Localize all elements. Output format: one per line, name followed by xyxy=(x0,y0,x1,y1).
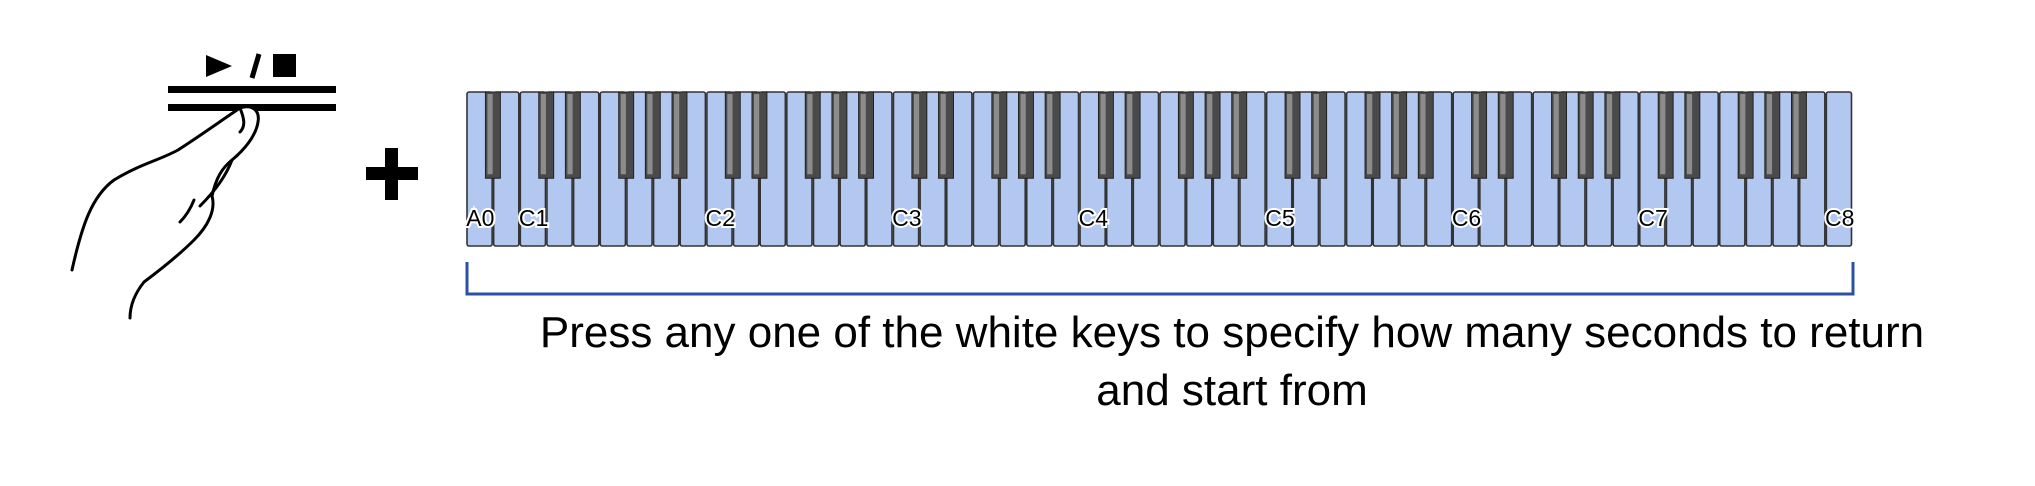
black-key-highlight xyxy=(1233,94,1239,175)
black-key-highlight xyxy=(1420,94,1426,175)
key-label-c4: C4 xyxy=(1079,205,1109,231)
key-label-c3: C3 xyxy=(892,205,921,231)
black-key-highlight xyxy=(753,94,760,175)
black-key-highlight xyxy=(1473,94,1479,175)
play-stop-button[interactable] xyxy=(168,53,336,111)
black-key-highlight xyxy=(487,94,493,175)
black-key-highlight xyxy=(807,94,813,175)
black-key-highlight xyxy=(1207,94,1213,175)
black-key-highlight xyxy=(674,94,680,175)
plus-sign-icon xyxy=(366,148,418,200)
range-bracket xyxy=(465,262,1855,296)
caption-line-2: and start from xyxy=(1096,366,1368,415)
black-key-highlight xyxy=(727,94,733,175)
black-key-highlight xyxy=(1660,94,1666,175)
key-label-c2: C2 xyxy=(706,205,735,231)
black-key-highlight xyxy=(1180,94,1186,175)
black-key-highlight xyxy=(860,94,866,175)
black-key-highlight xyxy=(833,94,840,175)
black-key-highlight xyxy=(1580,94,1586,175)
key-label-c5: C5 xyxy=(1265,205,1294,231)
key-label-a0: A0 xyxy=(466,205,494,231)
key-labels: A0 C1 C2 C3 C4 C5 C6 C7 C8 xyxy=(464,203,1856,233)
black-key-highlight xyxy=(1367,94,1373,175)
black-key-highlight xyxy=(1553,94,1559,175)
key-label-c8: C8 xyxy=(1825,205,1854,231)
black-key-highlight xyxy=(1100,94,1106,175)
hand-icon xyxy=(70,105,260,320)
black-key-highlight xyxy=(1393,94,1399,175)
black-keys xyxy=(484,91,1807,179)
black-key-highlight xyxy=(1020,94,1026,175)
key-label-c7: C7 xyxy=(1638,205,1667,231)
white-key[interactable] xyxy=(1825,91,1853,247)
stop-square-icon xyxy=(273,54,296,77)
black-key-highlight xyxy=(993,94,1000,175)
black-key-highlight xyxy=(1127,94,1133,175)
black-key-highlight xyxy=(1313,94,1319,175)
black-key-highlight xyxy=(913,94,920,175)
caption-line-1: Press any one of the white keys to speci… xyxy=(539,308,1925,357)
black-key-highlight xyxy=(1766,94,1773,175)
black-key-highlight xyxy=(620,94,626,175)
slash-icon xyxy=(249,53,262,79)
instruction-caption: Press any one of the white keys to speci… xyxy=(462,304,2002,420)
key-label-c6: C6 xyxy=(1452,205,1481,231)
play-triangle-icon xyxy=(206,55,232,77)
black-key-highlight xyxy=(1793,94,1799,175)
black-key-highlight xyxy=(1740,94,1746,175)
key-label-c1: C1 xyxy=(519,205,548,231)
black-key-highlight xyxy=(1686,94,1693,175)
black-key-highlight xyxy=(1500,94,1506,175)
black-key-highlight xyxy=(1287,94,1293,175)
piano-keyboard: A0 C1 C2 C3 C4 C5 C6 C7 C8 xyxy=(464,91,1856,247)
button-upper-line xyxy=(168,86,336,93)
black-key-highlight xyxy=(1606,94,1613,175)
black-key-highlight xyxy=(647,94,653,175)
black-key-highlight xyxy=(940,94,946,175)
black-key-highlight xyxy=(1047,94,1053,175)
black-key-highlight xyxy=(567,94,573,175)
play-stop-icon xyxy=(206,53,296,79)
black-key-highlight xyxy=(540,94,546,175)
